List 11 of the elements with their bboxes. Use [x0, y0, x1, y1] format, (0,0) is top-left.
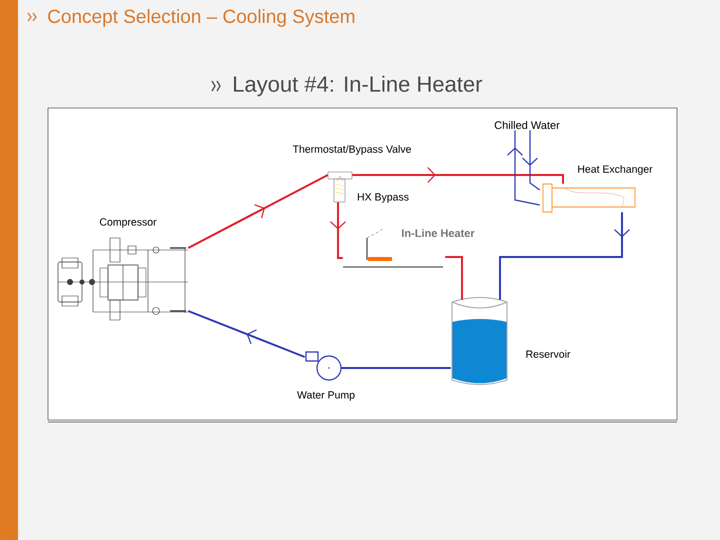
- component-label: Thermostat/Bypass Valve: [292, 145, 411, 155]
- component-label: Compressor: [100, 218, 156, 228]
- component-label: Reservoir: [526, 350, 570, 358]
- slide-title: Concept Selection – Cooling System: [48, 9, 354, 27]
- edge-label: HX Bypass: [356, 192, 410, 204]
- heater-drawing: In-Line Heater: [342, 228, 474, 268]
- component-label: Water Pump: [297, 391, 355, 401]
- text-label: Chilled Water: [494, 120, 560, 130]
- node-label: In-Line Heater: [402, 228, 474, 238]
- slide-subtitle: Layout #4: In-Line Heater: [234, 76, 482, 96]
- component-label: Heat Exchanger: [578, 165, 652, 175]
